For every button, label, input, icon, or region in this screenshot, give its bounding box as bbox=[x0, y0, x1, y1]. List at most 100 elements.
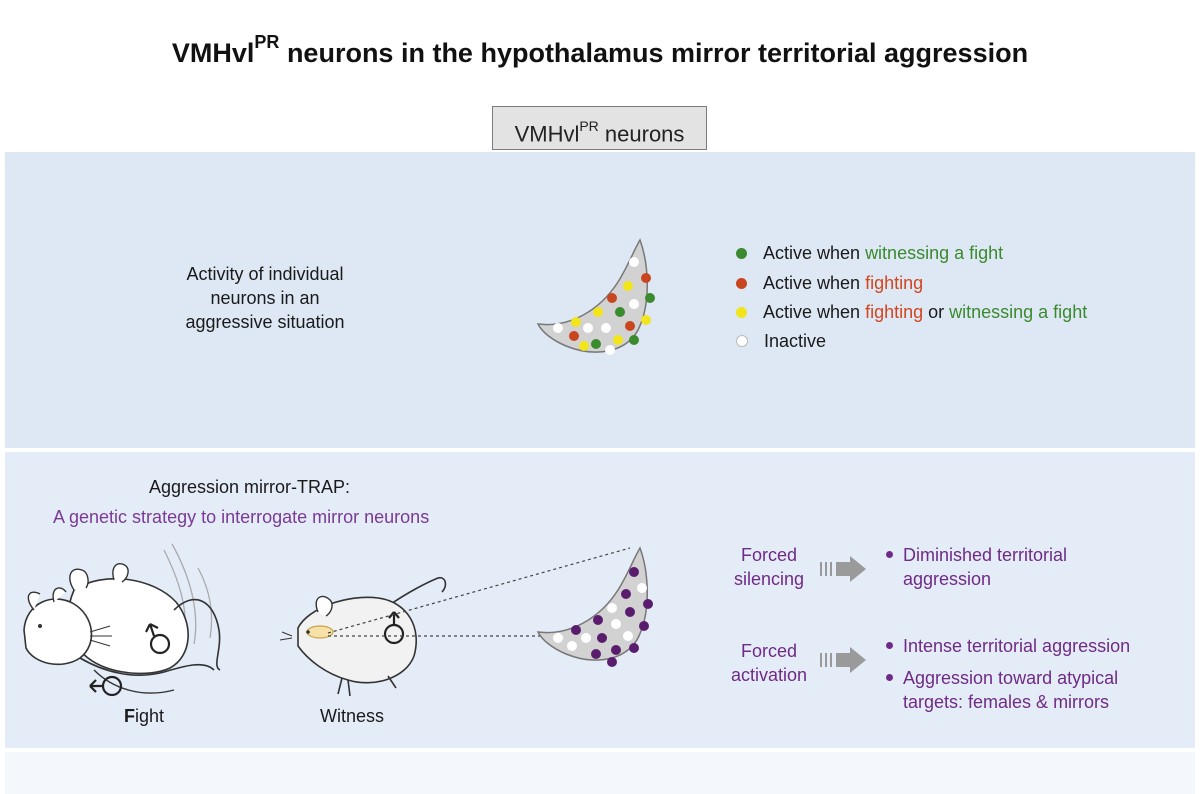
activation-effect2-line1: Aggression toward atypical bbox=[903, 668, 1119, 688]
neuron-white bbox=[637, 583, 647, 593]
neuron-white bbox=[553, 323, 563, 333]
activation-effect1-text: Intense territorial aggression bbox=[903, 636, 1131, 656]
witness-label: Witness bbox=[320, 706, 385, 726]
neuron-white bbox=[607, 603, 617, 613]
neuron-purple bbox=[591, 649, 601, 659]
legend-green-prefix: Active when bbox=[763, 243, 866, 263]
neuron-purple bbox=[639, 621, 649, 631]
region-outline bbox=[536, 546, 648, 661]
legend-yellow-mid: or bbox=[923, 302, 950, 322]
legend-green-highlight: witnessing a fight bbox=[865, 243, 1004, 263]
fight-label: Fight bbox=[124, 706, 164, 727]
activity-label-line1: Activity of individual bbox=[186, 264, 344, 284]
hypothalamus-region-trapped bbox=[536, 546, 653, 667]
neuron-green bbox=[591, 339, 601, 349]
green-dot-icon bbox=[736, 247, 747, 259]
male-symbol-icon bbox=[145, 623, 171, 655]
bullet-icon bbox=[886, 550, 893, 558]
legend-yellow-highlight1: fighting bbox=[865, 302, 924, 322]
neuron-purple bbox=[571, 625, 581, 635]
neuron-purple bbox=[593, 615, 603, 625]
activation-effect-1: Intense territorial aggression bbox=[886, 634, 1130, 658]
silencing-label-line1: Forced bbox=[740, 545, 798, 565]
neuron-purple bbox=[643, 599, 653, 609]
activation-label-line2: activation bbox=[730, 665, 808, 685]
legend-red-highlight: fighting bbox=[865, 273, 924, 293]
bullet-icon bbox=[886, 673, 893, 681]
neuron-green bbox=[629, 335, 639, 345]
double-arrow-icon bbox=[820, 556, 866, 582]
activation-label: Forced activation bbox=[714, 639, 824, 687]
neuron-red bbox=[569, 331, 579, 341]
neuron-white bbox=[553, 633, 563, 643]
neuron-yellow bbox=[613, 335, 623, 345]
trap-panel bbox=[5, 452, 1195, 748]
neuron-white bbox=[623, 631, 633, 641]
neuron-yellow bbox=[571, 317, 581, 327]
activity-label-line2: neurons in an bbox=[210, 288, 320, 308]
header-main: VMHvl bbox=[514, 121, 580, 147]
bullet-icon bbox=[886, 641, 893, 649]
trap-subtitle: A genetic strategy to interrogate mirror… bbox=[53, 507, 430, 527]
silencing-label: Forced silencing bbox=[714, 543, 824, 591]
activation-effect2-line2: targets: females & mirrors bbox=[903, 692, 1110, 712]
legend-item-green: Active when witnessing a fight bbox=[736, 241, 1003, 265]
neuron-yellow bbox=[579, 341, 589, 351]
neuron-white bbox=[583, 323, 593, 333]
mouse-fight-illustration bbox=[23, 543, 221, 697]
activation-label-line1: Forced bbox=[740, 641, 798, 661]
header-superscript: PR bbox=[579, 118, 599, 134]
legend-white-label: Inactive bbox=[764, 331, 827, 351]
header-rest: neurons bbox=[598, 121, 685, 147]
neuron-purple bbox=[625, 607, 635, 617]
neuron-red bbox=[641, 273, 651, 283]
footer-panel bbox=[5, 752, 1195, 794]
silencing-effect: Diminished territorial aggression bbox=[886, 543, 1067, 591]
neuron-purple bbox=[629, 643, 639, 653]
neuron-purple bbox=[597, 633, 607, 643]
title-superscript: PR bbox=[254, 32, 280, 52]
neuron-white bbox=[605, 345, 615, 355]
neuron-red bbox=[625, 321, 635, 331]
activity-label: Activity of individual neurons in an agg… bbox=[140, 262, 390, 334]
page-title: VMHvlPR neurons in the hypothalamus mirr… bbox=[0, 32, 1200, 69]
neuron-white bbox=[629, 257, 639, 267]
legend-item-yellow: Active when fighting or witnessing a fig… bbox=[736, 300, 1087, 324]
neuron-green bbox=[645, 293, 655, 303]
title-rest: neurons in the hypothalamus mirror terri… bbox=[279, 38, 1029, 68]
fight-label-initial: F bbox=[124, 706, 135, 726]
white-dot-icon bbox=[736, 335, 748, 348]
neuron-purple bbox=[611, 645, 621, 655]
silencing-effect-line1: Diminished territorial bbox=[903, 545, 1068, 565]
silencing-label-line2: silencing bbox=[733, 569, 805, 589]
legend-yellow-highlight2: witnessing a fight bbox=[949, 302, 1088, 322]
neuron-white bbox=[629, 299, 639, 309]
neuron-white bbox=[567, 641, 577, 651]
yellow-dot-icon bbox=[736, 306, 747, 318]
legend-item-white: Inactive bbox=[736, 329, 826, 353]
neuron-red bbox=[607, 293, 617, 303]
legend-yellow-prefix: Active when bbox=[763, 302, 866, 322]
neuron-type-header: VMHvlPR neurons bbox=[492, 106, 707, 150]
fight-label-rest: ight bbox=[135, 706, 165, 726]
region-outline bbox=[536, 238, 648, 353]
neuron-yellow bbox=[593, 307, 603, 317]
neuron-white bbox=[611, 619, 621, 629]
activity-label-line3: aggressive situation bbox=[185, 312, 345, 332]
neuron-purple bbox=[629, 567, 639, 577]
double-arrow-icon bbox=[820, 647, 866, 673]
mouse-witness-illustration bbox=[279, 576, 447, 697]
activation-effect-2: Aggression toward atypical targets: fema… bbox=[886, 666, 1118, 714]
neuron-white bbox=[601, 323, 611, 333]
hypothalamus-region-mixed bbox=[536, 238, 655, 355]
trap-title: Aggression mirror-TRAP: bbox=[149, 477, 351, 497]
neuron-purple bbox=[607, 657, 617, 667]
male-symbol-icon bbox=[89, 675, 123, 697]
red-dot-icon bbox=[736, 277, 747, 289]
neuron-purple bbox=[621, 589, 631, 599]
neuron-green bbox=[615, 307, 625, 317]
silencing-effect-line2: aggression bbox=[903, 569, 992, 589]
neuron-yellow bbox=[623, 281, 633, 291]
neuron-white bbox=[581, 633, 591, 643]
projection-lines bbox=[327, 547, 631, 637]
